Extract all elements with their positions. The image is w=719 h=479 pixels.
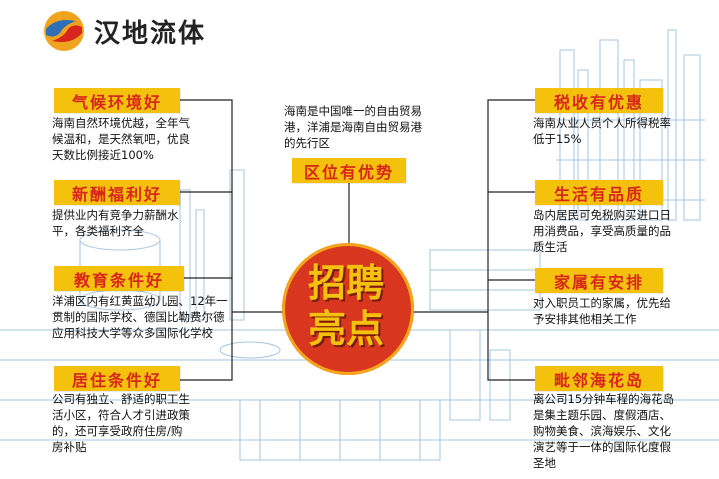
tag-island: 毗邻海花岛 — [535, 366, 663, 391]
desc-climate: 海南自然环境优越，全年气候温和，是天然氧吧，优良天数比例接近100% — [52, 116, 190, 162]
tag-housing: 居住条件好 — [54, 366, 180, 391]
tag-tax: 税收有优惠 — [535, 88, 663, 113]
center-line2: 亮点 — [308, 307, 385, 351]
desc-location: 海南是中国唯一的自由贸易港，洋浦是海南自由贸易港的先行区 — [284, 104, 422, 150]
brand-name: 汉地流体 — [94, 18, 207, 49]
desc-education: 洋浦区内有红黄蓝幼儿园、12年一贯制的国际学校、德国比勒费尔德应用科技大学等众多… — [52, 294, 228, 340]
desc-housing: 公司有独立、舒适的职工生活小区，符合人才引进政策的，还可享受政府住房/购房补贴 — [52, 392, 190, 454]
tag-life: 生活有品质 — [535, 180, 663, 205]
center-circle: 招聘 亮点 — [282, 243, 414, 375]
desc-tax: 海南从业人员个人所得税率低于15% — [533, 116, 671, 146]
tag-climate: 气候环境好 — [54, 88, 180, 113]
swirl-logo-icon — [44, 11, 84, 51]
desc-island: 离公司15分钟车程的海花岛是集主题乐园、度假酒店、购物美食、滨海娱乐、文化演艺等… — [533, 392, 675, 470]
desc-life: 岛内居民可免税购买进口日用消费品，享受高质量的品质生活 — [533, 208, 671, 254]
tag-location: 区位有优势 — [292, 158, 406, 183]
brand-logo: 汉地流体 — [42, 8, 206, 54]
desc-salary: 提供业内有竞争力薪酬水平，各类福利齐全 — [52, 208, 179, 238]
tag-family: 家属有安排 — [535, 268, 663, 293]
tag-education: 教育条件好 — [54, 266, 184, 291]
tag-salary: 新酬福利好 — [54, 180, 180, 205]
desc-family: 对入职员工的家属，优先给予安排其他相关工作 — [533, 296, 671, 326]
center-line1: 招聘 — [308, 261, 385, 305]
